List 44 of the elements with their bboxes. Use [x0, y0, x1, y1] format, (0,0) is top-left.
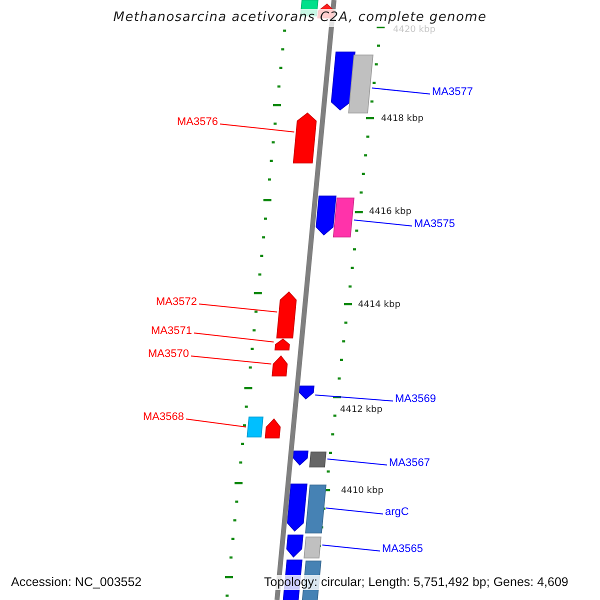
info-text: Accession: NC_003552: [9, 575, 144, 590]
gene-bar: [309, 452, 326, 468]
gene-feature: [272, 355, 288, 376]
gene-bar: [332, 198, 354, 238]
gene-feature: [298, 386, 314, 400]
leader-line: [220, 124, 295, 132]
gene-bar: [304, 536, 322, 558]
gene-label: MA3572: [156, 297, 197, 308]
gene-bar: [246, 416, 264, 438]
scale-label: 4416 kbp: [369, 208, 412, 217]
gene-feature: [286, 484, 308, 532]
gene-label: MA3568: [143, 412, 184, 423]
scale-label: 4414 kbp: [358, 301, 400, 310]
gene-label: argC: [385, 507, 409, 518]
gene-feature: [292, 450, 308, 466]
leader-line: [190, 356, 272, 364]
leader-line: [194, 332, 274, 342]
gene-feature: [292, 112, 317, 164]
leader-line: [322, 544, 380, 552]
gene-label: MA3567: [389, 458, 430, 469]
gene-bar: [348, 54, 374, 114]
gene-label: MA3576: [177, 117, 218, 128]
gene-label: MA3570: [148, 349, 189, 360]
leader-line: [326, 458, 388, 466]
gene-feature: [264, 418, 281, 438]
leader-line: [371, 88, 430, 94]
gene-feature: [316, 196, 336, 236]
gene-label: MA3569: [395, 394, 436, 405]
leader-line: [198, 304, 278, 312]
gene-label: MA3571: [151, 326, 192, 337]
gene-feature: [330, 52, 356, 111]
leader-line: [314, 394, 394, 402]
leader-line: [325, 508, 384, 514]
gene-label: MA3565: [382, 544, 423, 555]
scale-label: 4418 kbp: [381, 115, 424, 124]
gene-label: MA3577: [432, 87, 473, 98]
gene-feature: [286, 534, 304, 558]
info-text: Topology: circular; Length: 5,751,492 bp; Genes: 4,609: [262, 575, 570, 590]
scale-label: 4410 kbp: [341, 487, 384, 496]
leader-line: [186, 418, 247, 428]
leader-line: [353, 220, 412, 226]
gene-bar: [305, 484, 326, 534]
gene-label: MA3575: [414, 219, 455, 230]
scale-label: 4412 kbp: [340, 406, 382, 415]
